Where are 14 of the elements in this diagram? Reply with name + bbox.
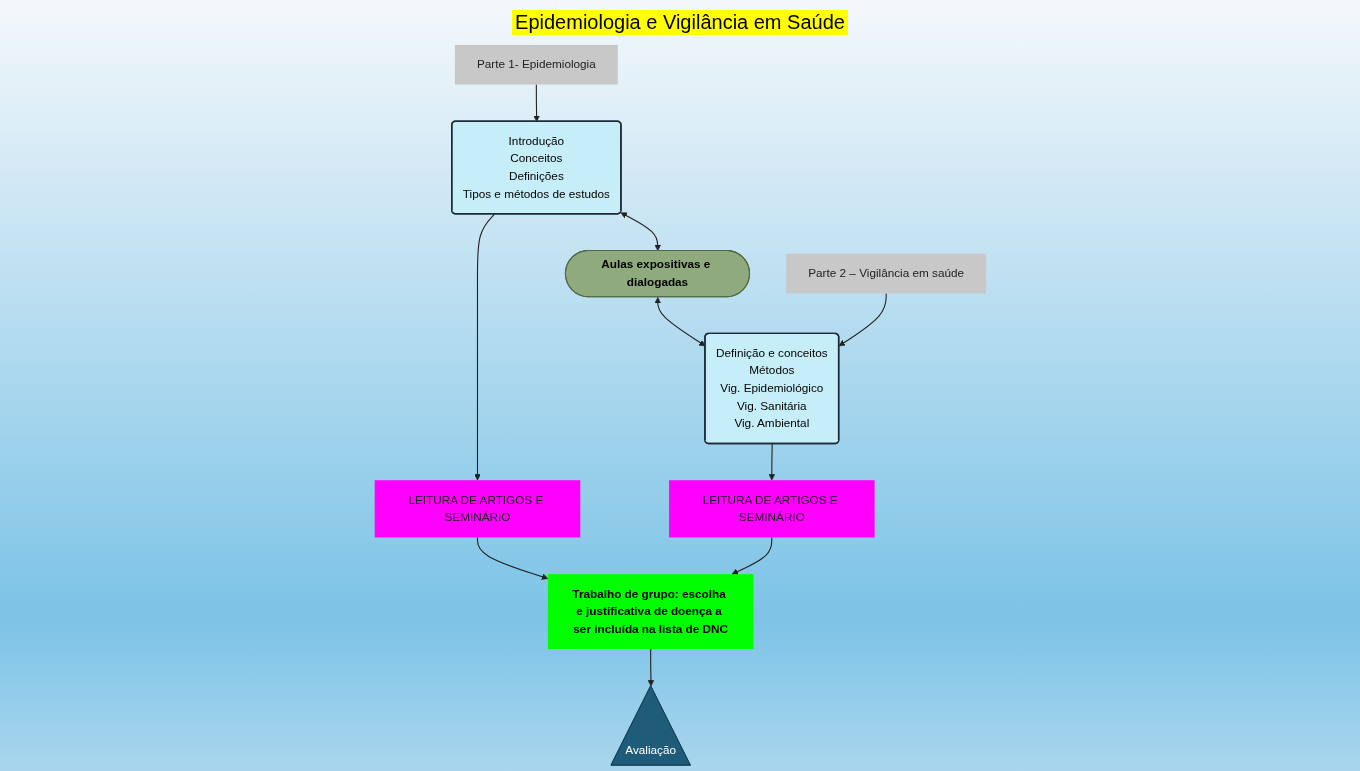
arrow bbox=[838, 292, 887, 347]
arrow bbox=[768, 443, 775, 481]
arrow bbox=[620, 212, 661, 252]
arrow bbox=[473, 213, 495, 481]
arrow bbox=[647, 648, 654, 687]
node-box: LEITURA DE ARTIGOS E SEMINÁRIO bbox=[668, 480, 875, 538]
node-box: Parte 1- Epidemiologia bbox=[454, 44, 618, 85]
arrow bbox=[731, 536, 772, 575]
node-box: LEITURA DE ARTIGOS E SEMINÁRIO bbox=[374, 480, 580, 538]
arrow bbox=[532, 83, 540, 122]
diagram-title: Epidemiologia e Vigilância em Saúde bbox=[512, 10, 848, 35]
node-box: Parte 2 – Vigilância em saúde bbox=[785, 253, 986, 294]
node-box: Trabalho de grupo: escolha e justificativa de doença a ser incluída na lista de DNC bbox=[547, 574, 754, 650]
arrow bbox=[476, 536, 548, 580]
